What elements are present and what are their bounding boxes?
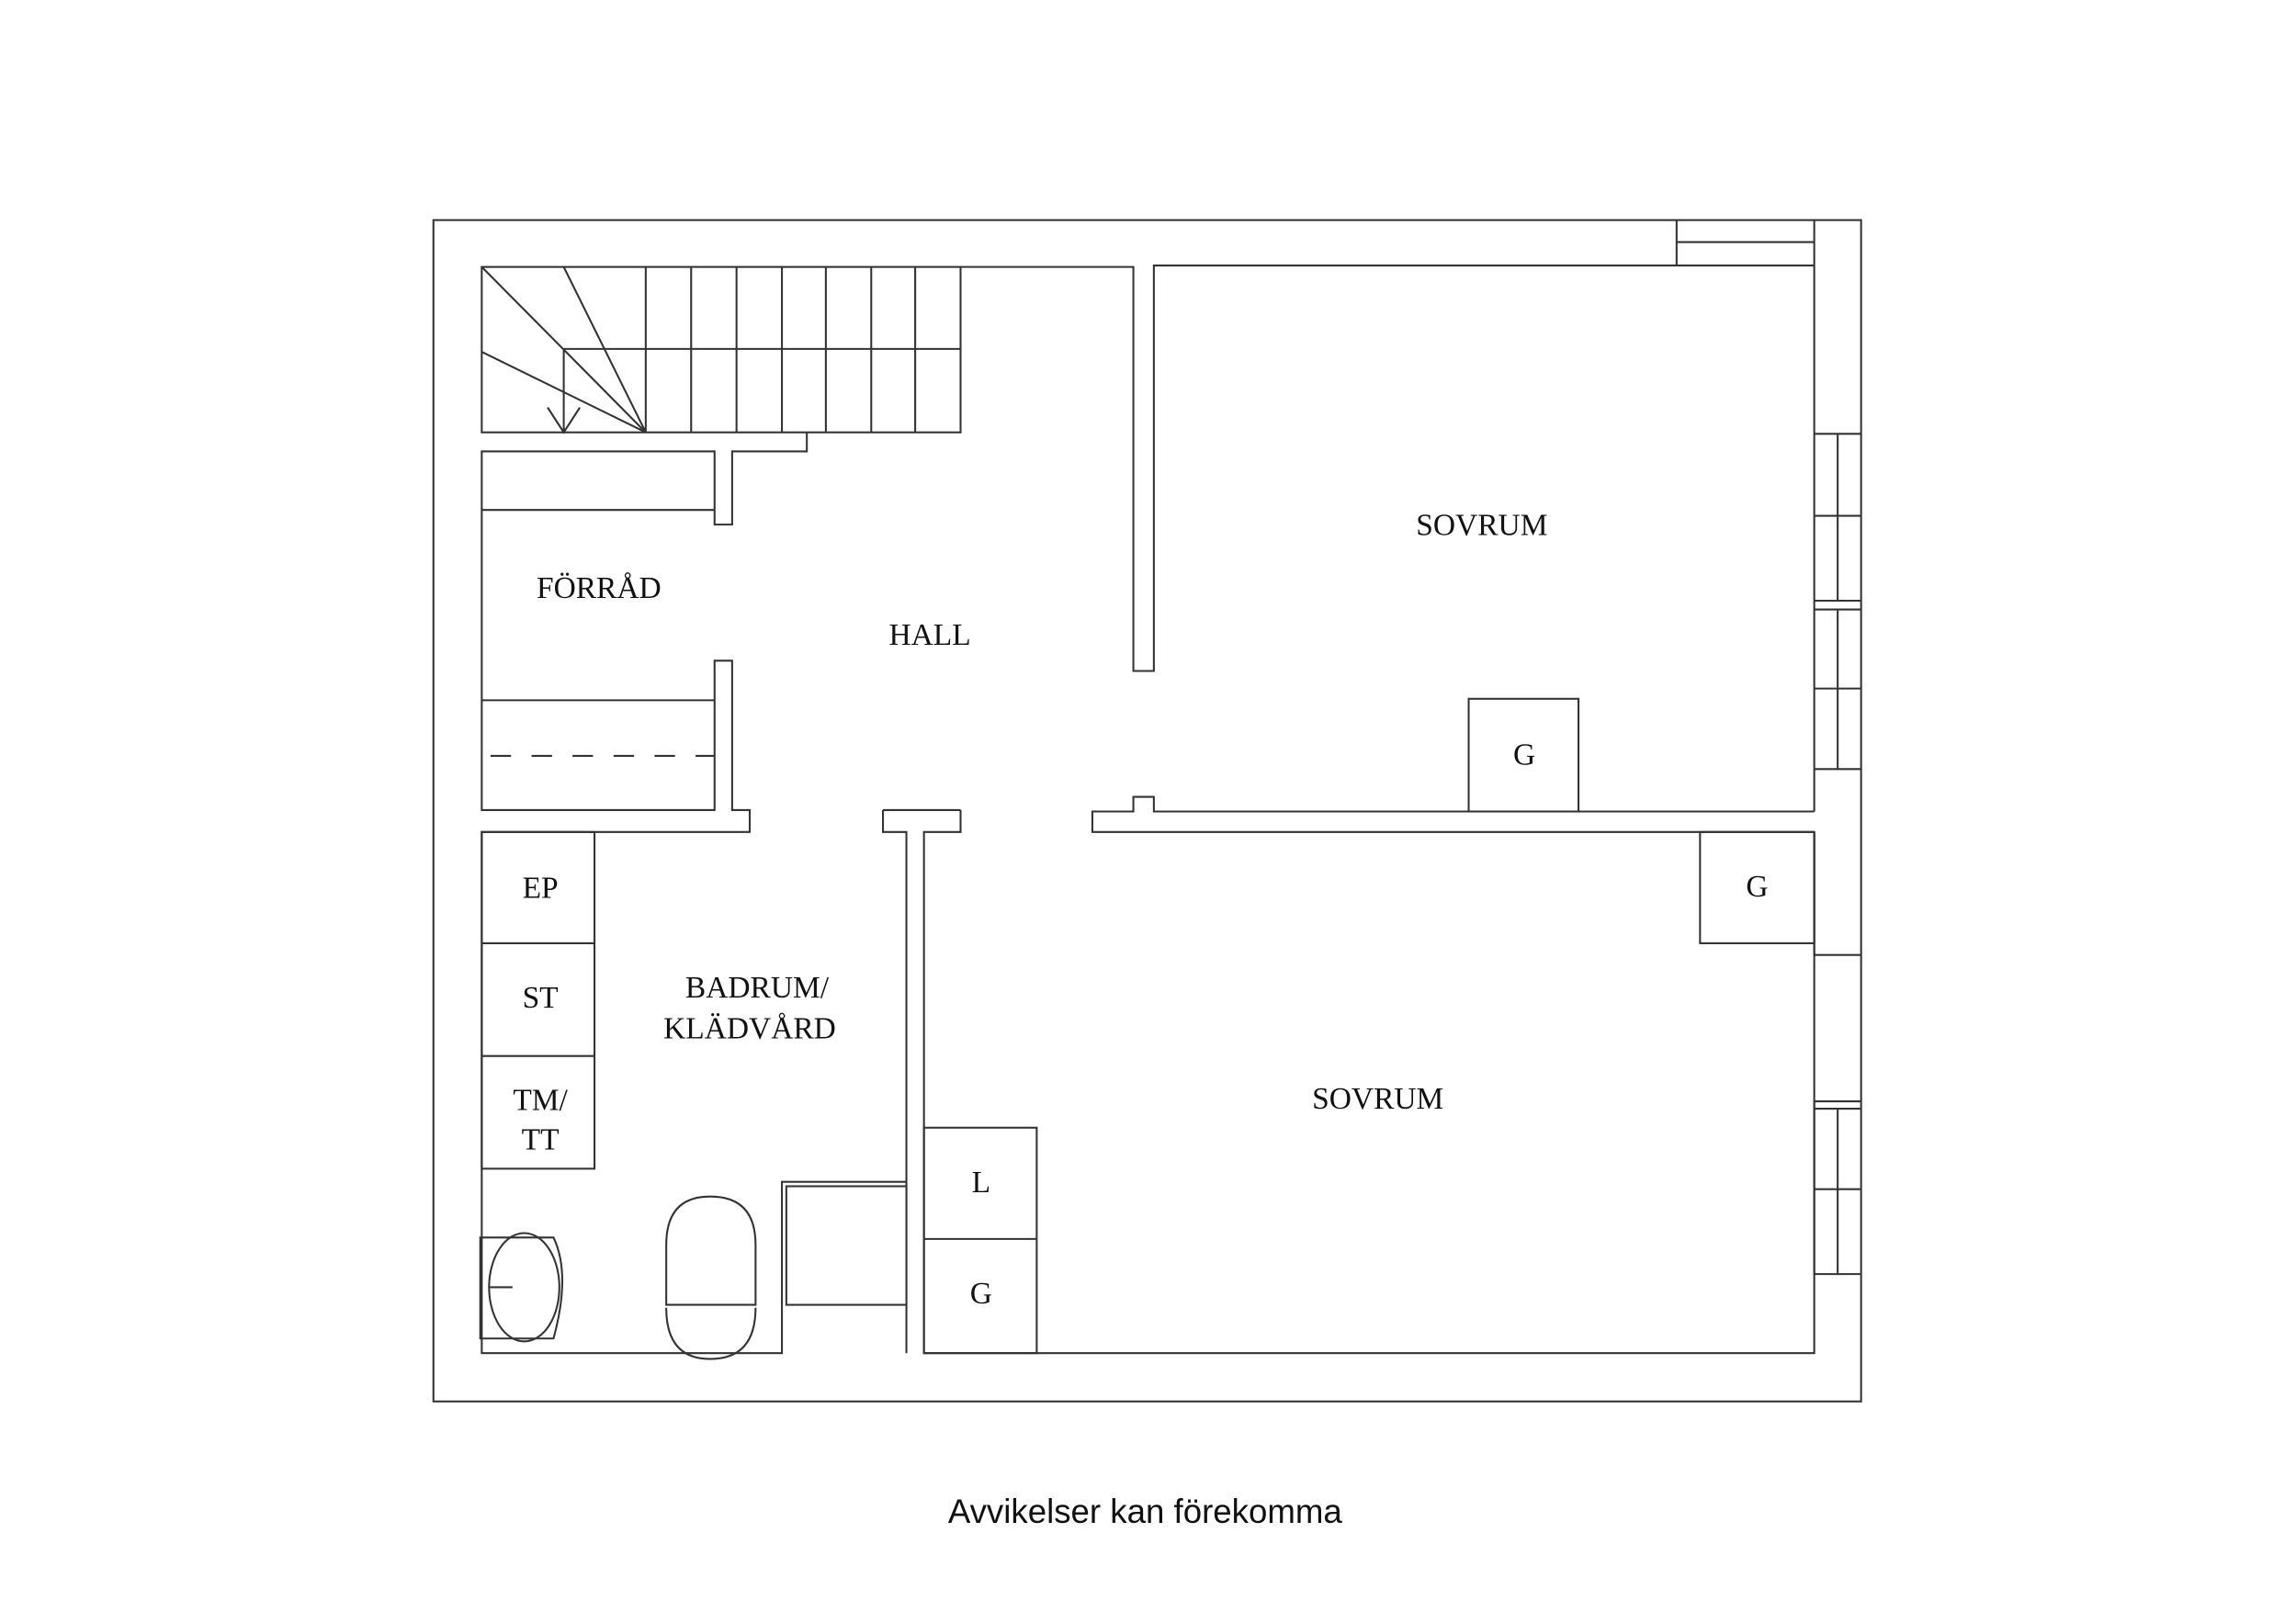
window-right-lower: [1814, 1100, 1861, 1275]
outer-wall: [432, 219, 1862, 1403]
room-label-forrad: FÖRRÅD: [537, 571, 662, 605]
fixture-st: ST: [523, 981, 559, 1015]
wardrobe-lg: [922, 1126, 1038, 1355]
fixture-g3: G: [970, 1277, 992, 1311]
bath-cabinet: [481, 830, 596, 1170]
fixture-l: L: [972, 1166, 990, 1200]
fixture-g2: G: [1746, 870, 1768, 904]
sink: [479, 1236, 563, 1340]
wardrobe-g2: [1699, 830, 1815, 944]
fixture-tt: TT: [522, 1123, 560, 1157]
fixture-g1: G: [1513, 738, 1535, 772]
window-top: [1675, 220, 1815, 266]
cabinet-dividers: [481, 941, 595, 1057]
room-label-badrum: BADRUM/: [685, 971, 830, 1005]
interior-walls: [481, 264, 1815, 1355]
fixture-ep: EP: [523, 872, 559, 906]
room-label-sovrum-bottom: SOVRUM: [1312, 1082, 1443, 1116]
room-label-kladvard: KLÄDVÅRD: [663, 1012, 836, 1046]
stair-steps: [481, 265, 961, 434]
toilet-lid: [665, 1195, 757, 1306]
room-label-sovrum-top: SOVRUM: [1416, 508, 1547, 542]
wardrobe-g1: [1467, 697, 1580, 813]
fixture-tm: TM/: [513, 1084, 568, 1118]
toilet-seat: [665, 1307, 757, 1360]
shower: [785, 1185, 908, 1306]
window-right-upper: [1814, 433, 1861, 771]
room-label-hall: HALL: [888, 618, 970, 652]
caption: Avvikelser kan förekomma: [948, 1493, 1343, 1530]
